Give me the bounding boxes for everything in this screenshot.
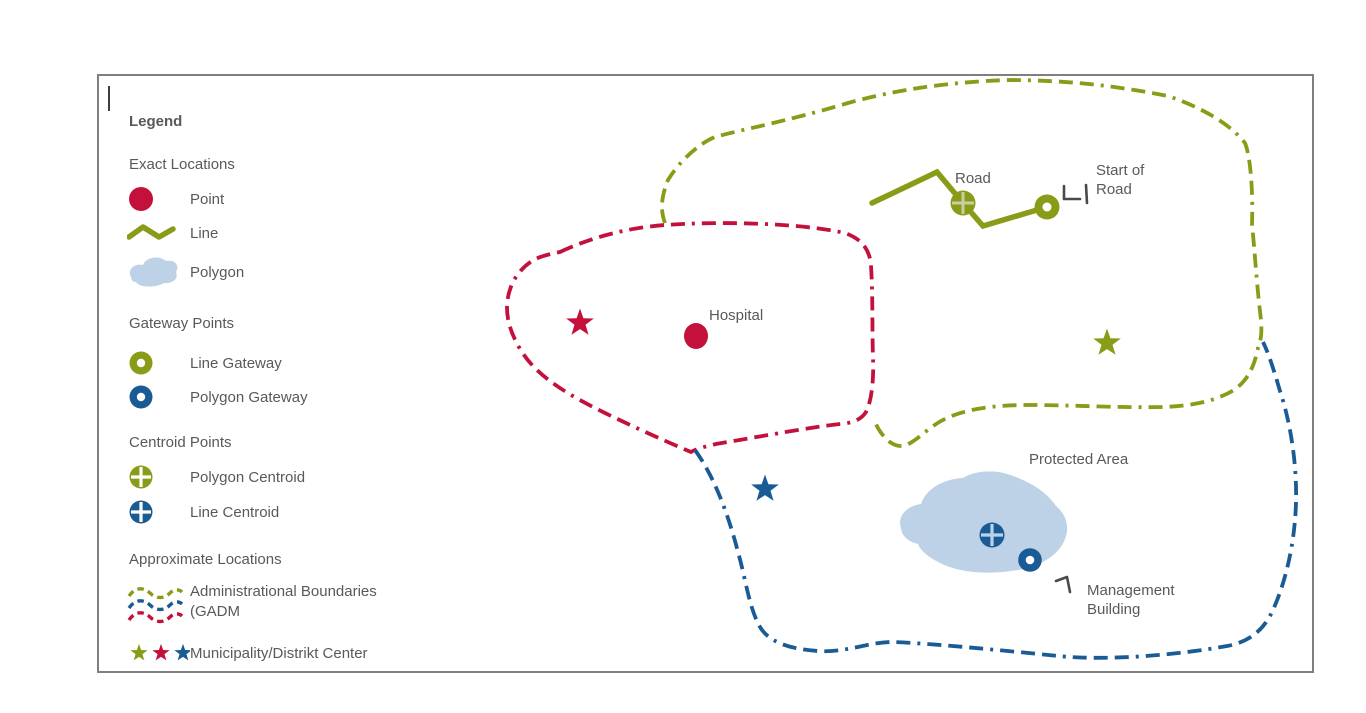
line-gateway-icon <box>129 351 153 375</box>
start-of-road-callout-mark <box>1062 183 1089 205</box>
legend-item-label: Line Centroid <box>190 503 280 521</box>
legend-item-label: Point <box>190 190 225 208</box>
legend-heading-gateway-points: Gateway Points <box>129 315 235 332</box>
legend-item-municipality-center: Municipality/Distrikt Center <box>127 642 368 664</box>
admin-boundary-blue <box>693 341 1298 660</box>
legend-item-point: Point <box>127 186 224 212</box>
legend-item-line: Line <box>127 220 218 246</box>
protected-area-line-centroid-marker <box>979 522 1005 548</box>
legend-item-label-line1: Administrational Boundaries <box>190 583 377 600</box>
legend-heading-centroid-points: Centroid Points <box>129 434 232 451</box>
line-centroid-icon <box>129 500 153 524</box>
municipality-stars-icon <box>130 643 190 661</box>
hospital-point <box>684 323 708 349</box>
line-icon <box>127 224 176 240</box>
start-of-road-label: Start of Road <box>1096 162 1145 198</box>
protected-area-polygon <box>900 471 1068 573</box>
legend-heading-approximate-locations: Approximate Locations <box>129 551 282 568</box>
legend-item-line-gateway: Line Gateway <box>127 350 282 376</box>
road-label: Road <box>955 170 991 187</box>
point-icon <box>129 187 153 211</box>
legend-item-label: Line <box>190 224 219 242</box>
admin-boundaries-icon <box>127 587 184 624</box>
legend-item-label: Polygon Gateway <box>190 388 308 406</box>
legend-item-polygon-centroid: Polygon Centroid <box>127 464 305 490</box>
polygon-gateway-icon <box>129 385 153 409</box>
legend-item-label: Line Gateway <box>190 354 282 372</box>
legend-heading-exact-locations: Exact Locations <box>129 156 235 173</box>
hospital-label: Hospital <box>709 307 764 324</box>
admin-boundary-red <box>505 221 876 455</box>
legend-item-label: Polygon <box>190 263 245 281</box>
district-center-star-red <box>566 308 594 335</box>
management-building-label: Management Building <box>1087 582 1175 618</box>
protected-area-label: Protected Area <box>1029 451 1129 468</box>
district-center-star-olive <box>1093 328 1121 355</box>
legend-title: Legend <box>129 113 183 130</box>
legend-item-line-centroid: Line Centroid <box>127 499 279 525</box>
road-line-gateway-marker <box>1034 194 1060 220</box>
admin-boundary-olive <box>660 78 1264 448</box>
legend-item-polygon: Polygon <box>127 255 244 289</box>
legend-item-label: Municipality/Distrikt Center <box>190 644 368 662</box>
polygon-icon <box>129 257 178 287</box>
road-polygon-centroid-marker <box>950 190 976 216</box>
polygon-centroid-icon <box>129 465 153 489</box>
legend-item-admin-boundaries: Administrational Boundaries (GADM <box>127 580 377 624</box>
management-building-callout-mark <box>1054 575 1072 594</box>
protected-area-polygon-gateway-marker <box>1018 548 1042 572</box>
legend-item-polygon-gateway: Polygon Gateway <box>127 384 308 410</box>
district-center-star-blue <box>751 474 779 501</box>
text-caret <box>108 86 110 111</box>
legend-item-label-line2: (GADM <box>190 603 240 620</box>
legend-item-label: Polygon Centroid <box>190 468 306 486</box>
legend: Legend Exact Locations Point Line Polygo… <box>127 0 467 713</box>
canvas-frame[interactable] <box>97 74 1314 673</box>
